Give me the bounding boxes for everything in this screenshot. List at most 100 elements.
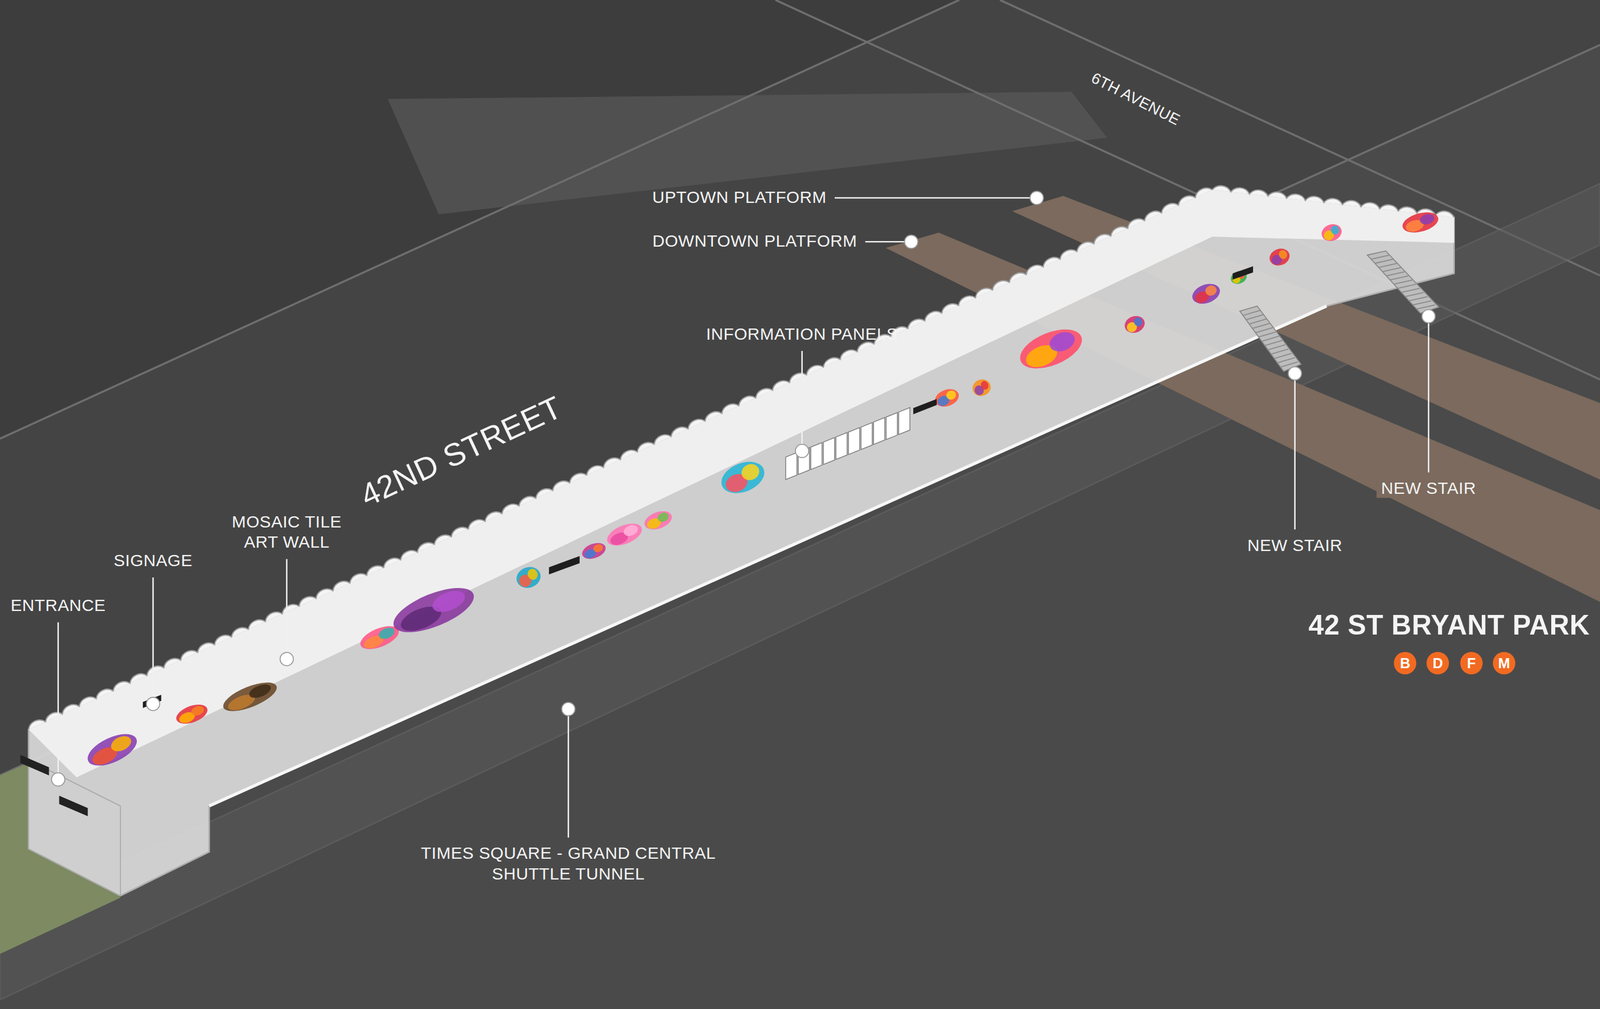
- info-panels: [785, 407, 911, 480]
- mosaic-shape: [932, 386, 962, 410]
- callout-dot: [51, 773, 66, 787]
- leader-line: [1427, 322, 1430, 473]
- mosaic-figure: [219, 676, 281, 718]
- mosaic-shape: [1266, 246, 1292, 269]
- callout-label: TIMES SQUARE - GRAND CENTRAL SHUTTLE TUN…: [400, 843, 738, 885]
- route-letter: F: [1467, 654, 1477, 672]
- mosaic-shape: [513, 563, 544, 592]
- callout-dot: [561, 702, 576, 716]
- stair-tread: [1374, 259, 1394, 263]
- mosaic-shape: [1189, 280, 1223, 308]
- stair-tread: [1274, 353, 1292, 359]
- stair-tread: [1249, 318, 1267, 325]
- mosaic-shape: [247, 681, 273, 701]
- callout-dot: [1288, 366, 1302, 381]
- mosaic-figure: [932, 386, 962, 410]
- mosaic-figure: [82, 727, 142, 773]
- shuttle-tunnel: [0, 183, 1600, 1001]
- info-panel: [835, 432, 848, 460]
- stair: [1367, 251, 1439, 314]
- leader-line: [567, 715, 570, 838]
- mosaic-shape: [1418, 212, 1436, 226]
- mosaic-shape: [190, 704, 206, 718]
- leader-lines: [58, 197, 1429, 838]
- stair-treads: [1242, 255, 1436, 368]
- mosaic-shape: [716, 455, 769, 499]
- stair-tread: [1246, 314, 1264, 320]
- stair-tread: [1277, 357, 1296, 363]
- mosaic-shape: [377, 625, 397, 642]
- sign: [548, 556, 580, 575]
- callout-label: DOWNTOWN PLATFORM: [571, 231, 858, 252]
- mosaic-shape: [1329, 224, 1341, 236]
- mosaic-figure: [603, 519, 645, 550]
- mosaic-figure: [1122, 313, 1148, 336]
- callout-dots: [51, 191, 1436, 786]
- callout-label: NEW STAIR: [1213, 535, 1377, 557]
- mosaic-shape: [1046, 328, 1078, 355]
- mosaic-shape: [1133, 316, 1144, 328]
- park-block: [387, 91, 1108, 215]
- mosaic-figure: [970, 376, 994, 399]
- mosaic-shape: [1122, 313, 1148, 336]
- callout-dot: [795, 444, 809, 459]
- leader-line: [834, 197, 1031, 200]
- concourse: [28, 190, 1455, 896]
- station-title: 42 ST BRYANT PARK: [1181, 609, 1590, 643]
- callout-label: NEW STAIR: [1367, 478, 1490, 499]
- callout-dot: [1421, 309, 1436, 323]
- callout-dot: [146, 697, 160, 711]
- wall-scallop: [28, 188, 1213, 730]
- route-bullet: M: [1492, 651, 1516, 675]
- mosaic-shape: [525, 567, 539, 582]
- mosaic-shape: [1014, 321, 1088, 377]
- info-panel: [886, 412, 898, 440]
- stair-tread: [1408, 296, 1428, 301]
- mosaic-shape: [592, 542, 604, 554]
- mosaic-figure: [716, 455, 769, 499]
- route-bullet: B: [1393, 651, 1417, 675]
- floor-edge: [209, 306, 1327, 807]
- mosaic-shape: [173, 700, 211, 728]
- mosaic-figure: [513, 563, 544, 592]
- stair-tread: [1412, 301, 1432, 305]
- callout-label: MOSAIC TILE ART WALL: [215, 512, 359, 553]
- route-letter: D: [1432, 654, 1443, 672]
- entrance-sign: [20, 755, 49, 776]
- stair: [1239, 306, 1301, 372]
- mosaic-figure: [579, 539, 608, 562]
- callout-dot: [280, 652, 294, 667]
- mosaic-shape: [979, 380, 991, 392]
- callout-label: INFORMATION PANELS: [669, 324, 935, 345]
- mosaic-shape: [429, 586, 469, 617]
- mosaic-shape: [603, 519, 645, 550]
- stair-tread: [1264, 340, 1283, 346]
- label-patch: NEW STAIR: [1376, 477, 1481, 498]
- mosaic-art: [82, 208, 1441, 772]
- leader-line: [57, 622, 59, 774]
- stair-tread: [1386, 271, 1405, 276]
- leader-line: [285, 558, 288, 653]
- wall-top: [28, 185, 1455, 730]
- mosaic-figure: [1400, 208, 1441, 237]
- route-bullet: D: [1426, 651, 1450, 675]
- info-panel: [785, 452, 798, 480]
- stair-tread: [1255, 327, 1274, 333]
- mosaic-figure: [641, 507, 675, 534]
- callout-label: ENTRANCE: [5, 595, 112, 617]
- stair-tread: [1416, 304, 1436, 309]
- callout-dot: [1029, 191, 1044, 205]
- callout-label: SIGNAGE: [81, 551, 225, 572]
- mosaic-shape: [641, 507, 675, 534]
- info-panel: [848, 427, 860, 455]
- stair-tread: [1242, 310, 1261, 316]
- mosaic-shape: [579, 539, 608, 562]
- mosaic-shape: [945, 389, 958, 401]
- mosaic-figure: [1266, 246, 1292, 269]
- sign: [1232, 266, 1253, 280]
- info-panel: [873, 417, 885, 445]
- stair-tread: [1382, 267, 1401, 272]
- mosaic-figure: [387, 579, 480, 642]
